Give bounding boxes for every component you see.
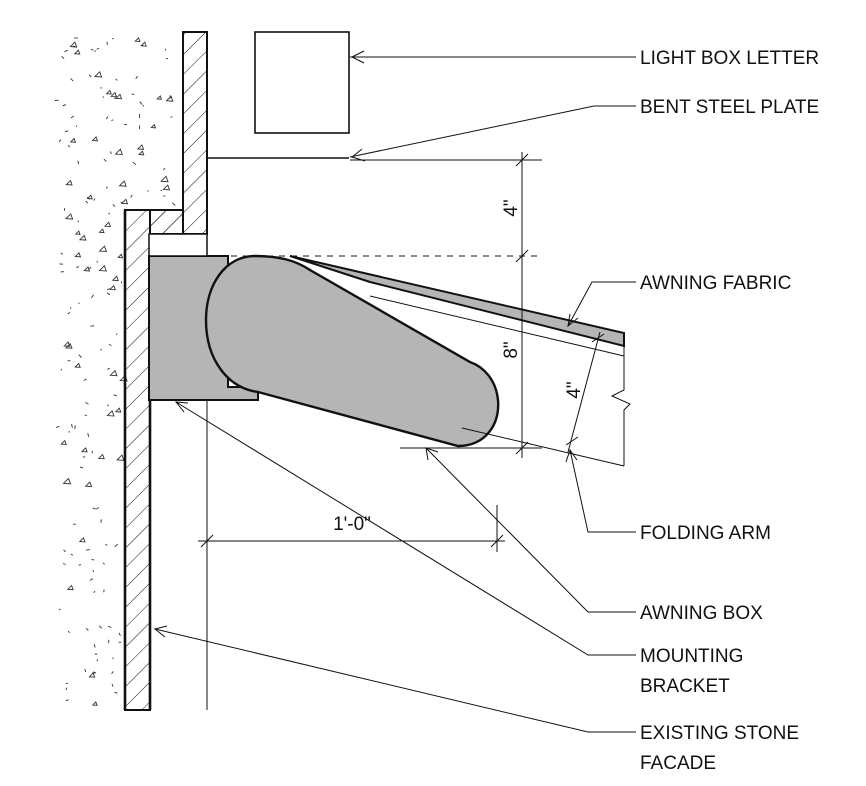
dimension-top-clearance: 4" xyxy=(350,152,542,263)
label-existing-stone-facade-line1: EXISTING STONE xyxy=(640,723,799,744)
dimension-box-height: 8" xyxy=(400,256,542,458)
label-mounting-bracket-line2: BRACKET xyxy=(640,676,730,697)
ledge-top-hatch xyxy=(149,209,184,235)
dim-box-height: 8" xyxy=(501,341,522,358)
break-line xyxy=(610,346,631,466)
upper-wall-cladding xyxy=(182,31,208,235)
label-mounting-bracket-line1: MOUNTING xyxy=(640,646,743,667)
folding-arm-line-upper xyxy=(369,295,625,357)
label-awning-box: AWNING BOX xyxy=(640,603,763,624)
bracket-web xyxy=(148,233,208,257)
label-folding-arm: FOLDING ARM xyxy=(640,523,771,544)
existing-stone-facade xyxy=(54,36,176,706)
label-awning-fabric: AWNING FABRIC xyxy=(640,273,791,294)
dim-top-clearance: 4" xyxy=(501,199,522,216)
label-light-box-letter: LIGHT BOX LETTER xyxy=(640,48,819,69)
leaders xyxy=(153,50,636,733)
bent-steel-plate xyxy=(206,32,349,159)
folding-arm-line-lower xyxy=(461,427,625,467)
dim-fabric-offset: 4" xyxy=(564,381,585,398)
label-bent-steel-plate: BENT STEEL PLATE xyxy=(640,97,819,118)
dim-projection: 1'-0" xyxy=(333,514,371,535)
awning-box xyxy=(204,254,500,448)
label-existing-stone-facade-line2: FACADE xyxy=(640,753,716,774)
dimension-fabric-offset: 4" xyxy=(564,331,605,453)
light-box-letter xyxy=(254,31,350,134)
dimension-projection: 1'-0" xyxy=(198,505,505,552)
stone-texture xyxy=(54,36,176,706)
